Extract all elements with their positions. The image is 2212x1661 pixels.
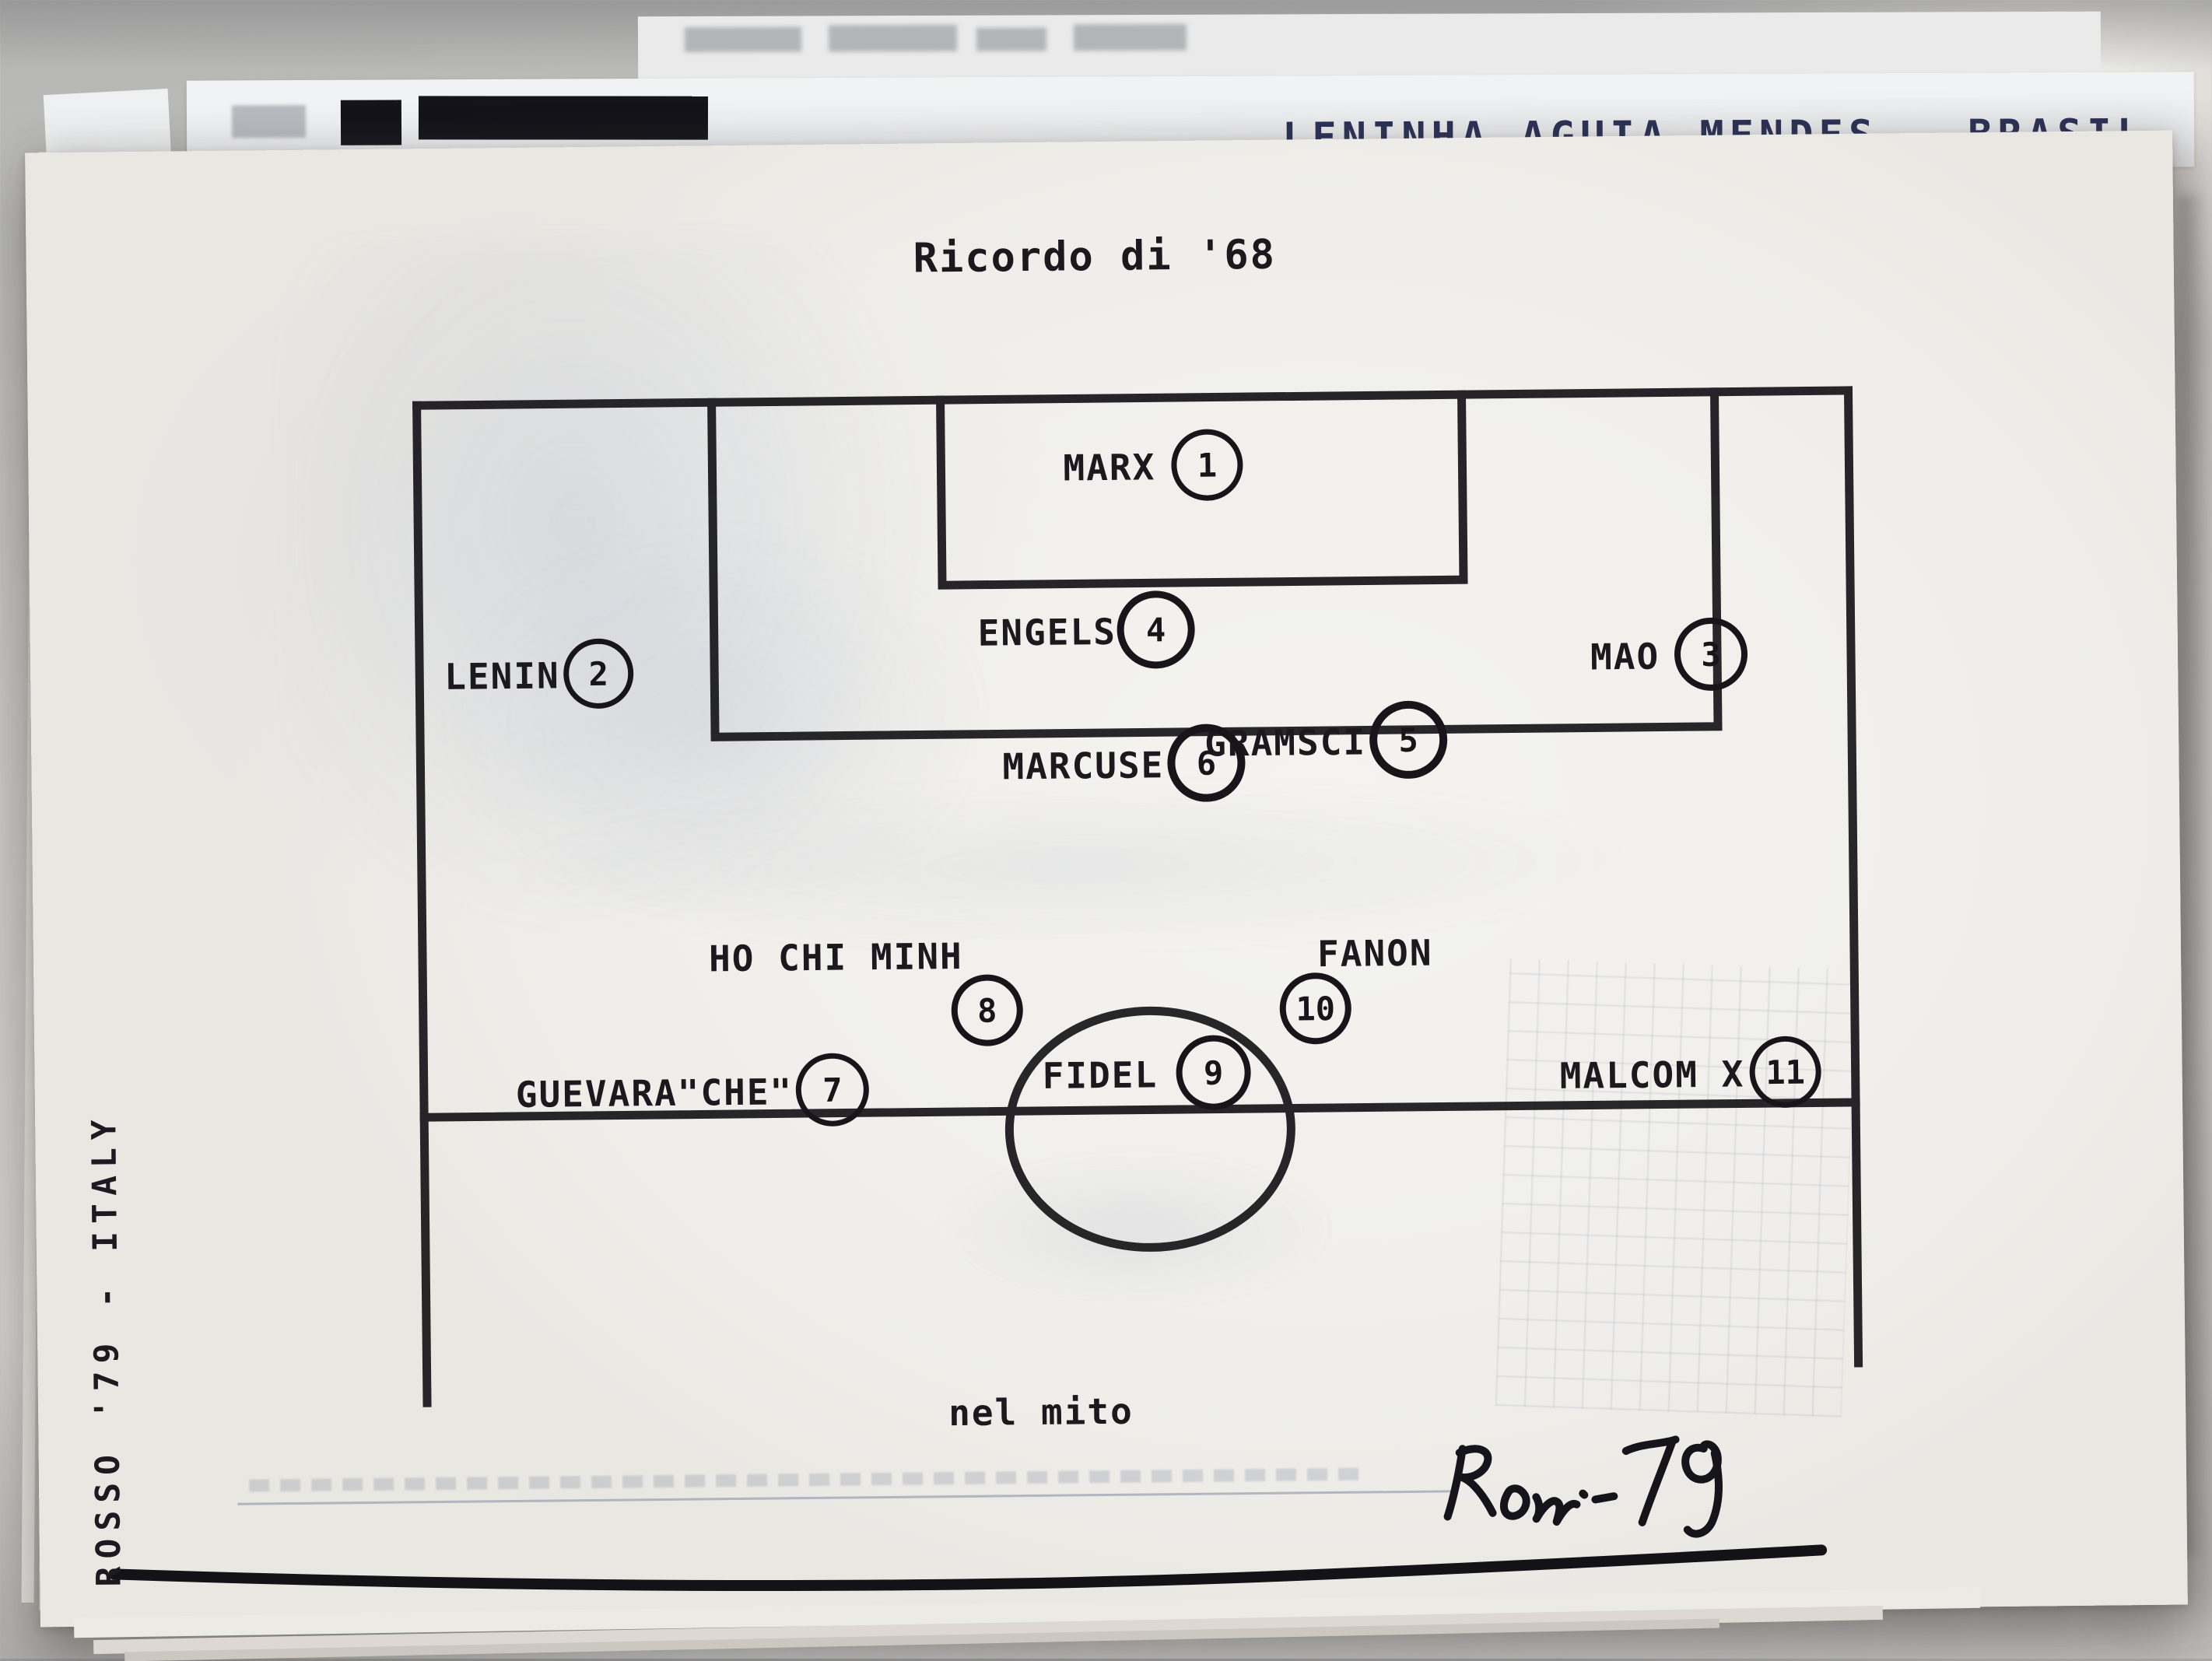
faded-print-smudge [1073, 23, 1187, 51]
player-label-guevara: GUEVARA"CHE" [515, 1071, 794, 1116]
player-label-malcomx: MALCOM X [1559, 1053, 1745, 1097]
player-badge-lenin: 2 [563, 638, 634, 710]
player-label-lenin: LENIN [443, 654, 560, 698]
player-number: 9 [1203, 1053, 1224, 1092]
bottom-caption: nel mito [948, 1389, 1134, 1435]
player-badge-mao: 3 [1674, 617, 1748, 692]
footer-rule [108, 1544, 1828, 1591]
faded-print-smudge [828, 24, 958, 52]
player-label-hochiminh: HO CHI MINH [708, 934, 963, 980]
pitch-diagram [108, 386, 1863, 1591]
pitch-penalty-box [707, 387, 1723, 741]
player-label-fanon: FANON [1316, 931, 1433, 976]
back-sheet-top-edge [637, 11, 2102, 82]
pitch-right-sideline [1843, 386, 1863, 1368]
player-badge-guevara: 7 [795, 1053, 870, 1127]
player-badge-marcuse: 6 [1166, 724, 1246, 803]
player-badge-engels: 4 [1117, 590, 1196, 669]
player-number: 10 [1295, 989, 1336, 1028]
player-label-mao: MAO [1590, 635, 1660, 678]
player-badge-malcomx: 11 [1749, 1035, 1822, 1109]
player-number: 4 [1145, 610, 1166, 649]
side-caption: ROSSO '79 - ITALY [85, 1112, 129, 1587]
player-number: 3 [1701, 635, 1721, 674]
player-label-marx: MARX [1063, 446, 1156, 489]
player-badge-marx: 1 [1170, 429, 1243, 502]
pitch-goal-box [935, 390, 1468, 590]
redaction-block-icon [340, 100, 402, 145]
top-sheet: Ricordo di '68 Rossi-79 MARX [25, 130, 2188, 1628]
player-number: 2 [588, 654, 609, 693]
pitch-goal-line [412, 386, 1853, 410]
player-label-engels: ENGELS [977, 610, 1117, 654]
player-label-fidel: FIDEL [1042, 1053, 1159, 1097]
player-badge-fanon: 10 [1279, 972, 1352, 1045]
faded-print-smudge [231, 104, 307, 138]
player-number: 5 [1398, 720, 1419, 759]
faded-print-smudge [976, 27, 1047, 51]
player-number: 6 [1196, 744, 1217, 783]
pitch-left-sideline [412, 401, 432, 1407]
player-badge-fidel: 9 [1176, 1035, 1252, 1111]
player-number: 7 [822, 1071, 843, 1109]
player-number: 8 [976, 990, 997, 1030]
pitch-center-circle [1004, 1006, 1295, 1252]
pitch-halfway-line [419, 1098, 1860, 1122]
player-badge-hochiminh: 8 [951, 974, 1024, 1047]
signature-handwriting [1443, 1435, 1723, 1538]
player-label-marcuse: MARCUSE [1002, 744, 1165, 788]
faded-print-smudge [684, 26, 802, 53]
player-number: 11 [1765, 1053, 1806, 1092]
player-number: 1 [1197, 445, 1218, 485]
redaction-bar-icon [418, 96, 708, 140]
player-badge-gramsci: 5 [1369, 700, 1448, 780]
